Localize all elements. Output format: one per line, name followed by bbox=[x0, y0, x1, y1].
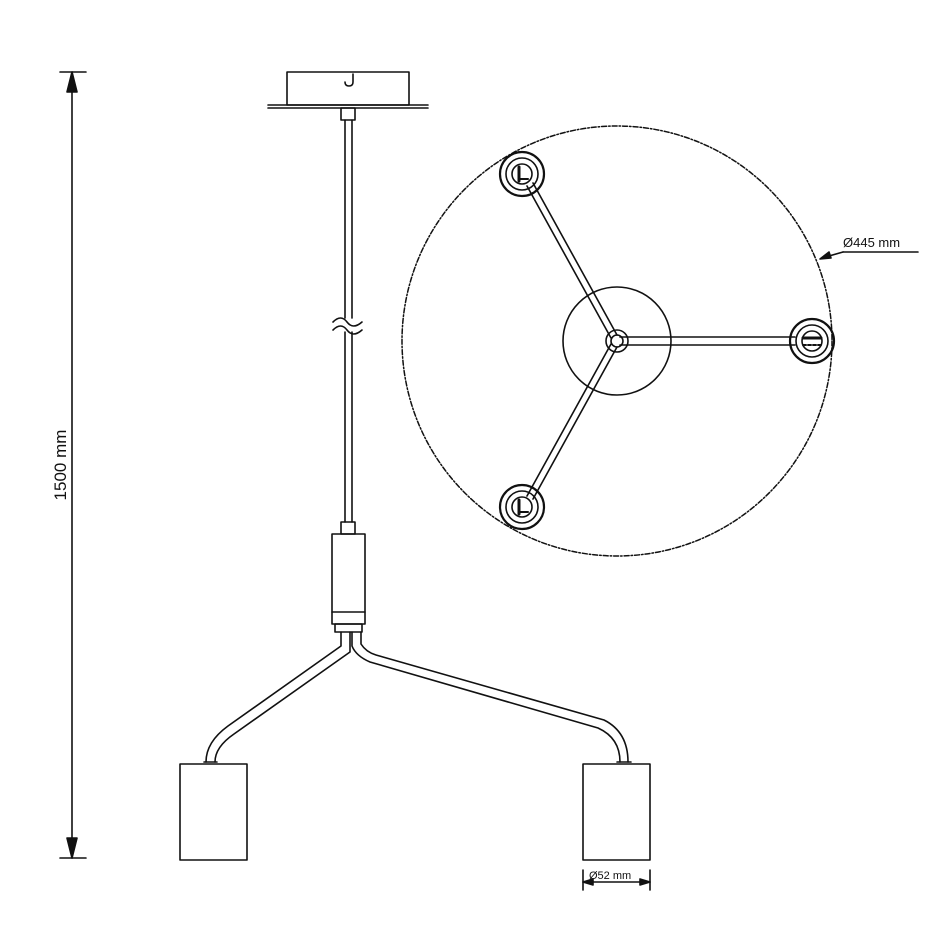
canopy-top-view bbox=[562, 286, 672, 396]
right-shade bbox=[582, 763, 651, 861]
hub-body bbox=[331, 533, 366, 633]
left-arm bbox=[203, 631, 351, 763]
height-label: 1500 mm bbox=[51, 430, 70, 501]
left-shade bbox=[179, 763, 248, 861]
top-view bbox=[401, 125, 919, 557]
socket-right bbox=[788, 317, 836, 365]
socket-bottom bbox=[498, 483, 546, 531]
top-view-arm-right bbox=[619, 336, 796, 346]
ceiling-canopy bbox=[267, 71, 429, 121]
spread-circle bbox=[401, 125, 833, 557]
socket-top bbox=[498, 150, 546, 198]
top-view-arm-upper bbox=[526, 182, 618, 339]
diameter-label: Ø445 mm bbox=[843, 235, 900, 250]
right-arm bbox=[351, 631, 632, 763]
suspension-cable bbox=[332, 119, 363, 535]
diameter-leader bbox=[819, 251, 919, 260]
shade-label: Ø52 mm bbox=[589, 870, 631, 882]
shade-dimension bbox=[582, 869, 651, 891]
height-dimension bbox=[59, 71, 87, 859]
top-view-arm-lower bbox=[526, 343, 618, 500]
